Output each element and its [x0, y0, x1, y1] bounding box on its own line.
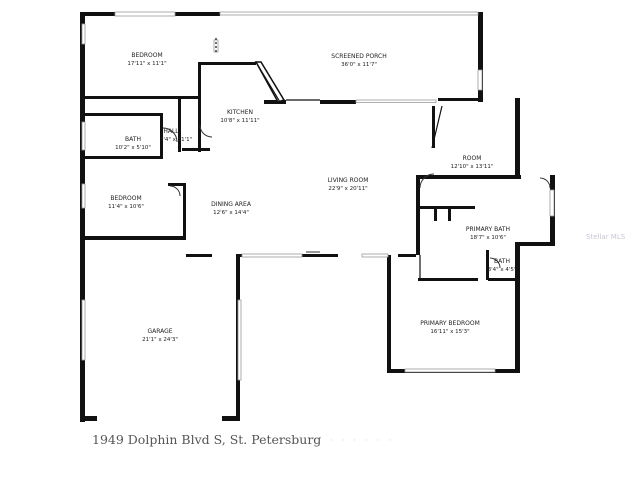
room-dims: 16'11" x 15'3": [430, 329, 469, 335]
room-name: KITCHEN: [227, 109, 253, 116]
room-dims: 17'11" x 11'1": [127, 61, 166, 67]
room-dims: 3'4" x 4'5": [488, 267, 517, 273]
room-dims: 12'6" x 14'4": [213, 210, 249, 216]
room-name: GARAGE: [147, 328, 172, 335]
windows: [81, 11, 555, 381]
room-name: DINING AREA: [211, 201, 252, 208]
doors: [162, 38, 551, 269]
angled-walls: [254, 61, 443, 280]
room-dims: 18'7" x 10'6": [470, 235, 506, 241]
room-name: PRIMARY BEDROOM: [420, 320, 480, 327]
room-name: BEDROOM: [110, 195, 141, 202]
room-name: BEDROOM: [131, 52, 162, 59]
room-dims: 36'0" x 11'7": [341, 62, 377, 68]
address-caption: 1949 Dolphin Blvd S, St. Petersburg: [92, 432, 322, 447]
room-name: BATH: [125, 136, 141, 143]
room-labels: BEDROOM 17'11" x 11'1" SCREENED PORCH 36…: [108, 52, 516, 343]
room-dims: 22'9" x 20'11": [328, 186, 367, 192]
room-name: LIVING ROOM: [328, 177, 369, 184]
room-dims: 10'8" x 11'11": [220, 118, 259, 124]
room-dims: 3'4" x 11'1": [160, 137, 192, 143]
room-dims: 12'10" x 13'11": [451, 164, 494, 170]
room-dims: 21'1" x 24'3": [142, 337, 178, 343]
room-dims: 11'4" x 10'6": [108, 204, 144, 210]
room-name: HALL: [163, 128, 179, 135]
watermark: Stellar MLS: [586, 233, 626, 241]
room-name: BATH: [494, 258, 510, 265]
room-dims: 10'2" x 5'10": [115, 145, 151, 151]
walls: [80, 12, 555, 422]
room-name: ROOM: [463, 155, 482, 162]
room-name: PRIMARY BATH: [466, 226, 510, 233]
room-name: SCREENED PORCH: [331, 53, 386, 60]
watermark-faint: · · · · · · ·: [318, 436, 395, 446]
